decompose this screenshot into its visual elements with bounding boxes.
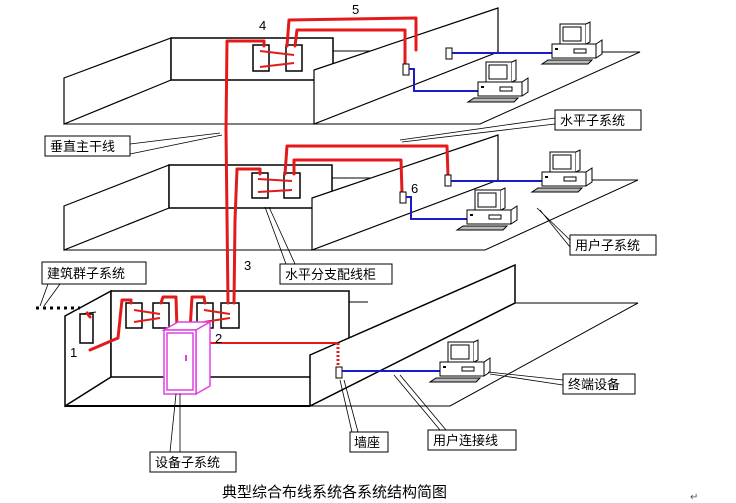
label-user-patch-cable: 用户连接线	[433, 433, 498, 449]
user-cables	[342, 52, 552, 372]
callout-user-patch-cable: 用户连接线	[393, 374, 517, 451]
callout-user-subsystem: 用户子系统	[536, 207, 657, 256]
label-number-5: 5	[352, 2, 359, 17]
patch-panel	[152, 302, 170, 329]
label-user-subsystem: 用户子系统	[575, 238, 640, 254]
computer-icon	[531, 149, 593, 193]
label-terminal-equipment: 终端设备	[568, 377, 620, 393]
label-horizontal-subsystem: 水平子系统	[560, 114, 625, 129]
callout-equipment-subsystem: 设备子系统	[149, 393, 237, 473]
patch-panel	[285, 44, 303, 72]
callout-wall-outlet: 墙座	[339, 379, 389, 453]
callout-terminal-equipment: 终端设备	[487, 371, 636, 395]
label-campus-subsystem: 建筑群子系统	[47, 266, 125, 282]
callout-distribution-cabinet: 水平分支配线柜	[264, 206, 393, 285]
callout-campus-subsystem: 建筑群子系统	[39, 261, 147, 307]
label-horizontal-distribution-cabinet: 水平分支配线柜	[285, 268, 376, 283]
label-number-4: 4	[259, 18, 266, 33]
computer-icon	[467, 59, 529, 103]
patch-panel	[283, 172, 301, 199]
wall-outlet	[402, 63, 410, 76]
label-vertical-backbone: 垂直主干线	[50, 140, 115, 155]
wall-outlet	[444, 174, 452, 187]
equipment-cabinet	[161, 320, 213, 396]
building-entrance-device	[79, 313, 94, 344]
wall-outlet	[399, 191, 407, 204]
backbone-cables	[85, 16, 450, 368]
paragraph-mark: ↵	[690, 492, 698, 503]
callout-horizontal-subsystem: 水平子系统	[399, 109, 642, 143]
computer-icon	[541, 21, 603, 65]
wall-outlet	[445, 47, 453, 60]
computer-icon	[456, 187, 518, 231]
diagram-caption: 典型综合布线系统各系统结构简图	[222, 483, 447, 501]
label-number-1: 1	[70, 345, 77, 360]
label-equipment-subsystem: 设备子系统	[155, 455, 220, 471]
patch-panel	[125, 302, 143, 329]
callout-vertical-backbone: 垂直主干线	[44, 132, 223, 157]
floor-top	[63, 7, 641, 125]
label-number-2: 2	[215, 331, 222, 346]
patch-panel	[220, 302, 240, 329]
computer-icon	[429, 339, 491, 383]
label-number-6: 6	[411, 181, 418, 196]
patch-panel	[251, 172, 269, 199]
floor-bottom	[64, 263, 639, 408]
label-number-3: 3	[244, 258, 251, 273]
wall-outlet	[335, 366, 343, 379]
label-wall-outlet: 墙座	[354, 436, 380, 451]
